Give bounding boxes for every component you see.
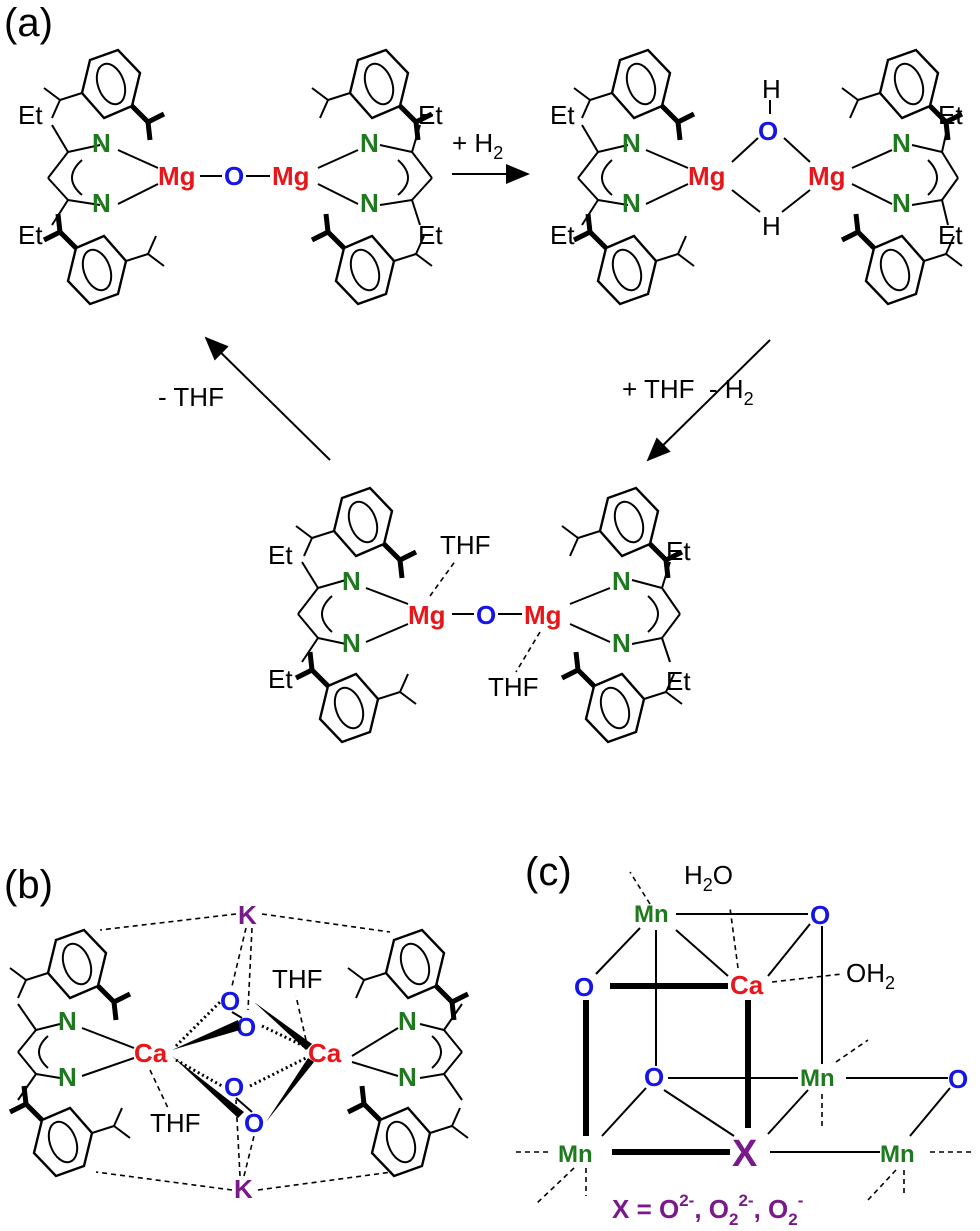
nitrogen-atom: N: [398, 1062, 417, 1092]
reaction-arrow-thf-addition: [646, 339, 771, 462]
arrow-label-thf: - THF: [158, 382, 224, 412]
complex-mg-oxo: Et Et N N Mg O Mg N N Et Et: [18, 50, 443, 304]
thf-ligand: THF: [440, 530, 491, 560]
manganese-atom: Mn: [800, 1065, 835, 1092]
oxygen-atom: O: [948, 1064, 968, 1094]
oxygen-atom: O: [224, 161, 244, 191]
oxygen-atom: O: [244, 1108, 264, 1138]
potassium-atom: K: [234, 1174, 253, 1204]
arrow-label-h2: + H2: [452, 128, 503, 163]
nitrogen-atom: N: [342, 566, 361, 596]
oxygen-atom: O: [644, 1062, 664, 1092]
calcium-atom: Ca: [730, 970, 764, 1000]
complex-mg-oxo-thf: Et Et N N Mg THF O Mg THF N N Et Et: [268, 488, 691, 742]
magnesium-atom: Mg: [808, 161, 846, 191]
magnesium-atom: Mg: [524, 600, 562, 630]
nitrogen-atom: N: [92, 188, 111, 218]
nitrogen-atom: N: [58, 1006, 77, 1036]
et-label: Et: [268, 664, 293, 694]
panel-label-b: (b): [4, 863, 53, 907]
oxygen-atom: O: [220, 986, 240, 1016]
oxygen-atom: O: [574, 972, 594, 1002]
x-site-caption: X = O2-, O22-, O2-: [612, 1191, 803, 1229]
manganese-atom: Mn: [634, 901, 669, 928]
nitrogen-atom: N: [892, 188, 911, 218]
magnesium-atom: Mg: [272, 161, 310, 191]
et-label: Et: [18, 100, 43, 130]
nitrogen-atom: N: [398, 1006, 417, 1036]
et-label: Et: [268, 540, 293, 570]
magnesium-atom: Mg: [688, 161, 726, 191]
water-ligand: H2O: [684, 860, 733, 895]
nitrogen-atom: N: [58, 1062, 77, 1092]
panel-label-c: (c): [525, 850, 572, 894]
manganese-atom: Mn: [880, 1141, 915, 1168]
manganese-atom: Mn: [558, 1141, 593, 1168]
et-label: Et: [18, 220, 43, 250]
nitrogen-atom: N: [612, 566, 631, 596]
potassium-atom: K: [238, 900, 257, 930]
complex-mg-hydroxide-hydride: Et Et N N Mg O H H Mg N N Et Et: [550, 50, 963, 304]
et-label: Et: [550, 220, 575, 250]
hydrogen-atom: H: [762, 74, 781, 104]
calcium-atom: Ca: [134, 1038, 168, 1068]
nitrogen-atom: N: [612, 628, 631, 658]
oxygen-atom: O: [810, 900, 830, 930]
nitrogen-atom: N: [360, 188, 379, 218]
nitrogen-atom: N: [622, 128, 641, 158]
oxygen-atom: O: [224, 1072, 244, 1102]
complex-ca-peroxo-k: N N Ca THF O O O O Ca THF K K: [10, 900, 468, 1204]
thf-ligand: THF: [272, 964, 323, 994]
oxygen-atom: O: [236, 1012, 256, 1042]
thf-ligand: THF: [150, 1108, 201, 1138]
arrow-label-thf-h2: + THF - H2: [622, 374, 754, 409]
thf-ligand: THF: [488, 672, 539, 702]
nitrogen-atom: N: [622, 188, 641, 218]
panel-label-a: (a): [4, 1, 53, 45]
magnesium-atom: Mg: [158, 161, 196, 191]
hydrogen-atom: H: [762, 211, 781, 241]
nitrogen-atom: N: [360, 128, 379, 158]
magnesium-atom: Mg: [408, 600, 446, 630]
nitrogen-atom: N: [92, 128, 111, 158]
reaction-arrow-thf-loss: [204, 336, 331, 461]
mn-ca-cluster: Mn O O Ca O Mn O Mn X Mn H2O OH2 X = O2-…: [514, 860, 972, 1229]
et-label: Et: [418, 220, 443, 250]
nitrogen-atom: N: [892, 128, 911, 158]
x-site-atom: X: [732, 1133, 758, 1175]
oxygen-atom: O: [758, 116, 778, 146]
oxygen-atom: O: [476, 600, 496, 630]
nitrogen-atom: N: [342, 628, 361, 658]
water-ligand: OH2: [846, 958, 895, 993]
calcium-atom: Ca: [308, 1038, 342, 1068]
et-label: Et: [550, 100, 575, 130]
